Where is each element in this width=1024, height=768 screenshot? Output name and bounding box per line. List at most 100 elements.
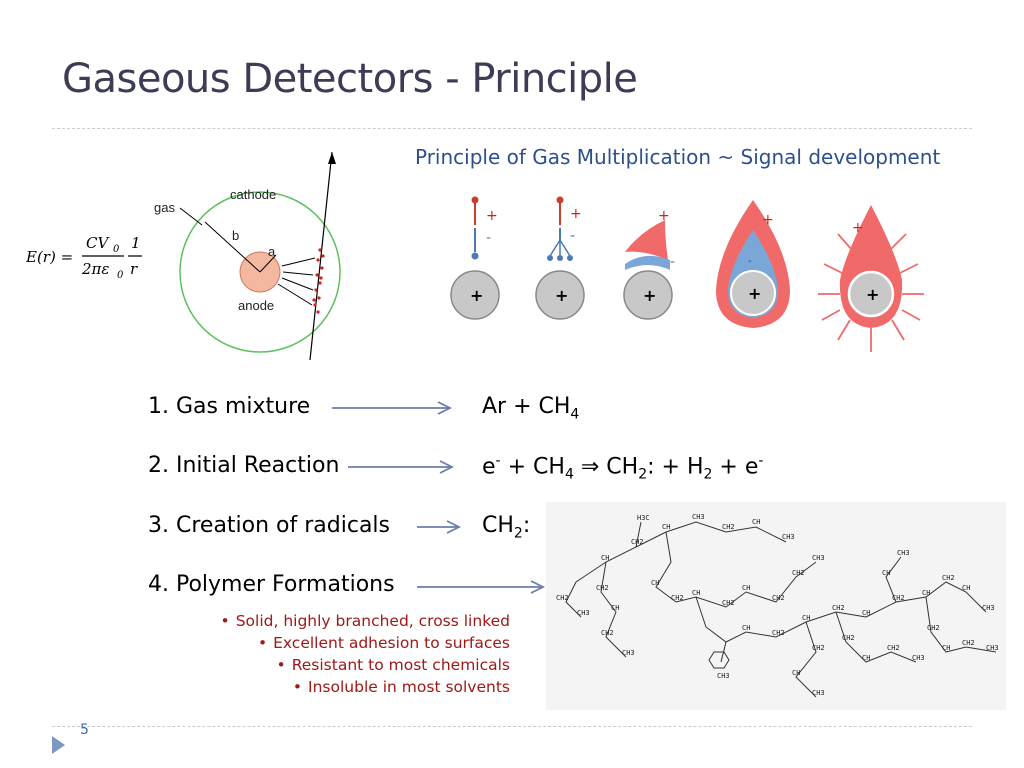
eq-frac-num: 1 [131,234,141,252]
stage-4-plus: + [762,212,774,228]
svg-text:CH2: CH2 [596,584,609,592]
stage-5-center: + [866,285,879,304]
svg-text:CH2: CH2 [631,538,644,546]
stage-4: + - + [716,200,790,328]
svg-text:CH: CH [742,624,750,632]
multiplication-stages: + - + + - + + - + + - + + + [450,196,924,352]
step-4-label: 4. Polymer Formations [148,572,395,597]
cathode-ring [179,191,341,353]
bullet-item: •Excellent adhesion to surfaces [257,634,510,652]
svg-text:CH2: CH2 [887,644,900,652]
svg-text:CH: CH [611,604,619,612]
label-a: a [268,244,276,259]
stage-1-minus: - [486,230,491,246]
stage-1-center: + [470,286,483,305]
svg-text:H3C: H3C [637,514,650,522]
eq-numerator-sub: 0 [113,244,120,255]
stage-5-plus: + [852,220,864,236]
label-anode: anode [238,298,274,313]
bullet-item: •Solid, highly branched, cross linked [220,612,510,630]
svg-text:CH: CH [962,584,970,592]
svg-text:CH: CH [752,518,760,526]
svg-text:CH2: CH2 [792,569,805,577]
svg-text:CH2: CH2 [722,523,735,531]
svg-text:CH2: CH2 [772,594,785,602]
svg-text:CH3: CH3 [577,609,590,617]
svg-text:CH: CH [662,523,670,531]
step-4-arrow [417,580,546,594]
svg-text:CH2: CH2 [601,629,614,637]
bullet-item: •Insoluble in most solvents [292,678,510,696]
stage-4-minus: - [748,256,752,267]
step-3-formula: CH2: [482,513,531,542]
svg-text:CH: CH [601,554,609,562]
label-b: b [232,228,239,243]
drift-arrows [277,257,316,306]
svg-text:CH3: CH3 [812,689,825,697]
svg-text:CH: CH [942,644,950,652]
svg-text:CH: CH [882,569,890,577]
svg-text:CH2: CH2 [942,574,955,582]
stage-4-center: + [748,284,761,303]
property-bullets: •Solid, highly branched, cross linked •E… [221,612,510,700]
step-1-formula: Ar + CH4 [482,394,580,423]
stage-3-center: + [643,286,656,305]
ionization-points [312,248,325,314]
svg-text:CH2: CH2 [832,604,845,612]
stage-3: + - + [623,208,675,320]
svg-text:CH2: CH2 [842,634,855,642]
step-2-label: 2. Initial Reaction [148,453,340,478]
eq-numerator: CV [86,234,110,252]
eq-frac-den: r [130,260,138,278]
svg-text:CH2: CH2 [962,639,975,647]
svg-text:CH3: CH3 [897,549,910,557]
svg-text:CH2: CH2 [722,599,735,607]
slide-title: Gaseous Detectors - Principle [62,56,638,102]
svg-text:CH3: CH3 [912,654,925,662]
svg-text:CH: CH [922,589,930,597]
eq-denominator-sub: 0 [117,270,124,281]
svg-text:CH: CH [742,584,750,592]
svg-text:CH: CH [862,609,870,617]
svg-text:CH3: CH3 [717,672,730,680]
step-1-arrow [332,401,453,415]
stage-5-rays [818,233,924,352]
equation-graphic: E(r) = CV 0 2πε 0 1 r [25,234,142,281]
stage-2: + - + [535,196,585,320]
stage-1: + - + [450,196,500,320]
svg-text:CH: CH [862,654,870,662]
step-1-label: 1. Gas mixture [148,394,311,419]
svg-text:CH2: CH2 [556,594,569,602]
step-2-formula: e- + CH4 ⇒ CH2: + H2 + e- [482,453,764,483]
label-cathode: cathode [230,187,276,202]
step-3-label: 3. Creation of radicals [148,513,391,538]
stage-3-plus: + [658,208,670,224]
particle-track [309,151,333,360]
eq-lhs: E(r) = [26,248,73,266]
svg-text:CH: CH [692,589,700,597]
svg-text:CH3: CH3 [622,649,635,657]
stage-2-minus: - [570,228,575,244]
svg-text:CH: CH [802,614,810,622]
svg-text:CH3: CH3 [812,554,825,562]
svg-text:CH3: CH3 [982,604,995,612]
step-2-arrow [348,460,455,474]
svg-text:CH2: CH2 [812,644,825,652]
stage-5: + + [818,205,924,352]
detector-diagram: gas cathode b a anode [154,151,341,360]
stage-3-minus: - [670,254,675,270]
svg-text:CH2: CH2 [772,629,785,637]
stage-2-center: + [555,286,568,305]
stage-2-plus: + [570,206,582,222]
multiplication-subtitle: Principle of Gas Multiplication ~ Signal… [415,145,941,169]
step-3-arrow [417,520,462,534]
svg-text:CH3: CH3 [782,533,795,541]
svg-text:CH2: CH2 [927,624,940,632]
stage-1-plus: + [486,208,498,224]
svg-text:CH: CH [651,579,659,587]
svg-text:CH2: CH2 [671,594,684,602]
eq-denominator: 2πε [81,260,109,278]
label-gas: gas [154,200,175,215]
